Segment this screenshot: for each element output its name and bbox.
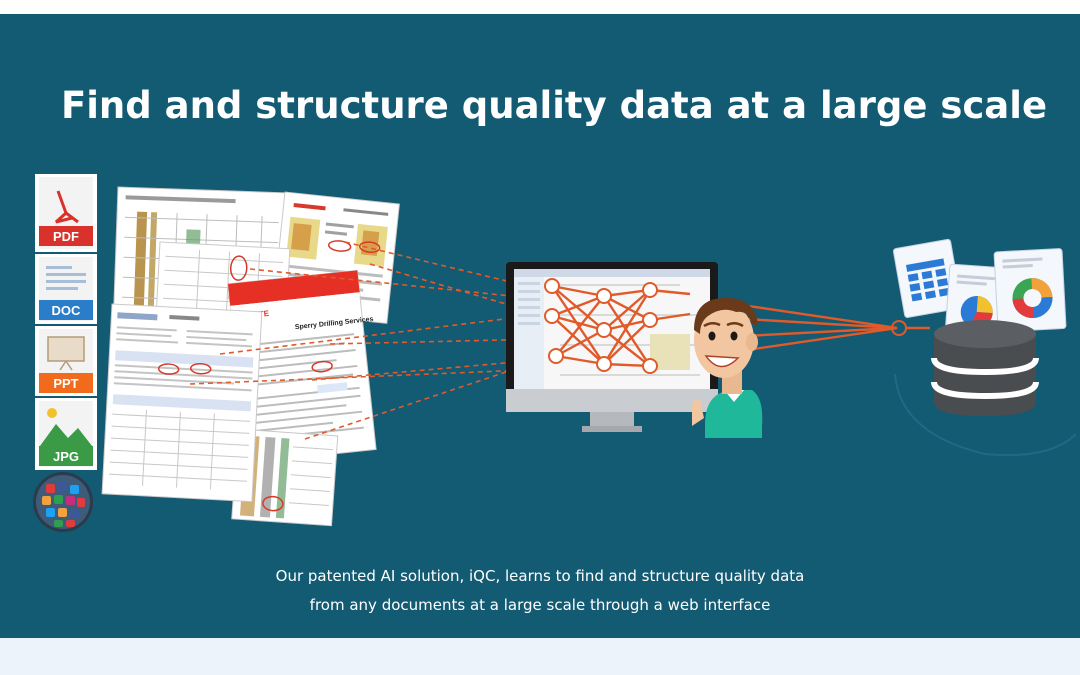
jpg-icon: JPG	[35, 398, 97, 470]
pdf-label: PDF	[53, 229, 79, 244]
donut-chart-document-icon	[993, 248, 1067, 333]
pdf-icon: PDF	[35, 174, 97, 252]
extraction-connectors	[189, 241, 551, 440]
cartoon-person	[692, 297, 763, 438]
caption-line-1: Our patented AI solution, iQC, learns to…	[275, 567, 805, 585]
ppt-icon: PPT	[35, 326, 97, 396]
database-icon	[894, 320, 1077, 457]
doc-label: DOC	[52, 303, 82, 318]
footer-band	[0, 638, 1080, 675]
network-nodes	[544, 278, 658, 374]
hero-caption: Our patented AI solution, iQC, learns to…	[0, 562, 1080, 620]
computer-monitor	[506, 262, 718, 432]
strip-log-document	[231, 428, 339, 527]
file-type-icons: PDF DOC PPT	[33, 174, 97, 532]
structured-data-documents	[892, 238, 1067, 339]
doc-icon: DOC	[35, 254, 97, 324]
page-title: Find and structure quality data at a lar…	[60, 84, 1048, 127]
form-document	[101, 303, 263, 503]
hero-illustration: PDF DOC PPT	[33, 174, 1077, 532]
document-collage: INSITE Sperry Drilling Services	[101, 186, 400, 527]
hero-panel: PDF DOC PPT	[0, 14, 1080, 638]
social-media-globe-icon	[33, 472, 93, 532]
caption-line-2: from any documents at a large scale thro…	[309, 596, 771, 614]
jpg-label: JPG	[53, 449, 79, 464]
spreadsheet-document-icon	[892, 238, 963, 318]
ppt-label: PPT	[53, 376, 78, 391]
